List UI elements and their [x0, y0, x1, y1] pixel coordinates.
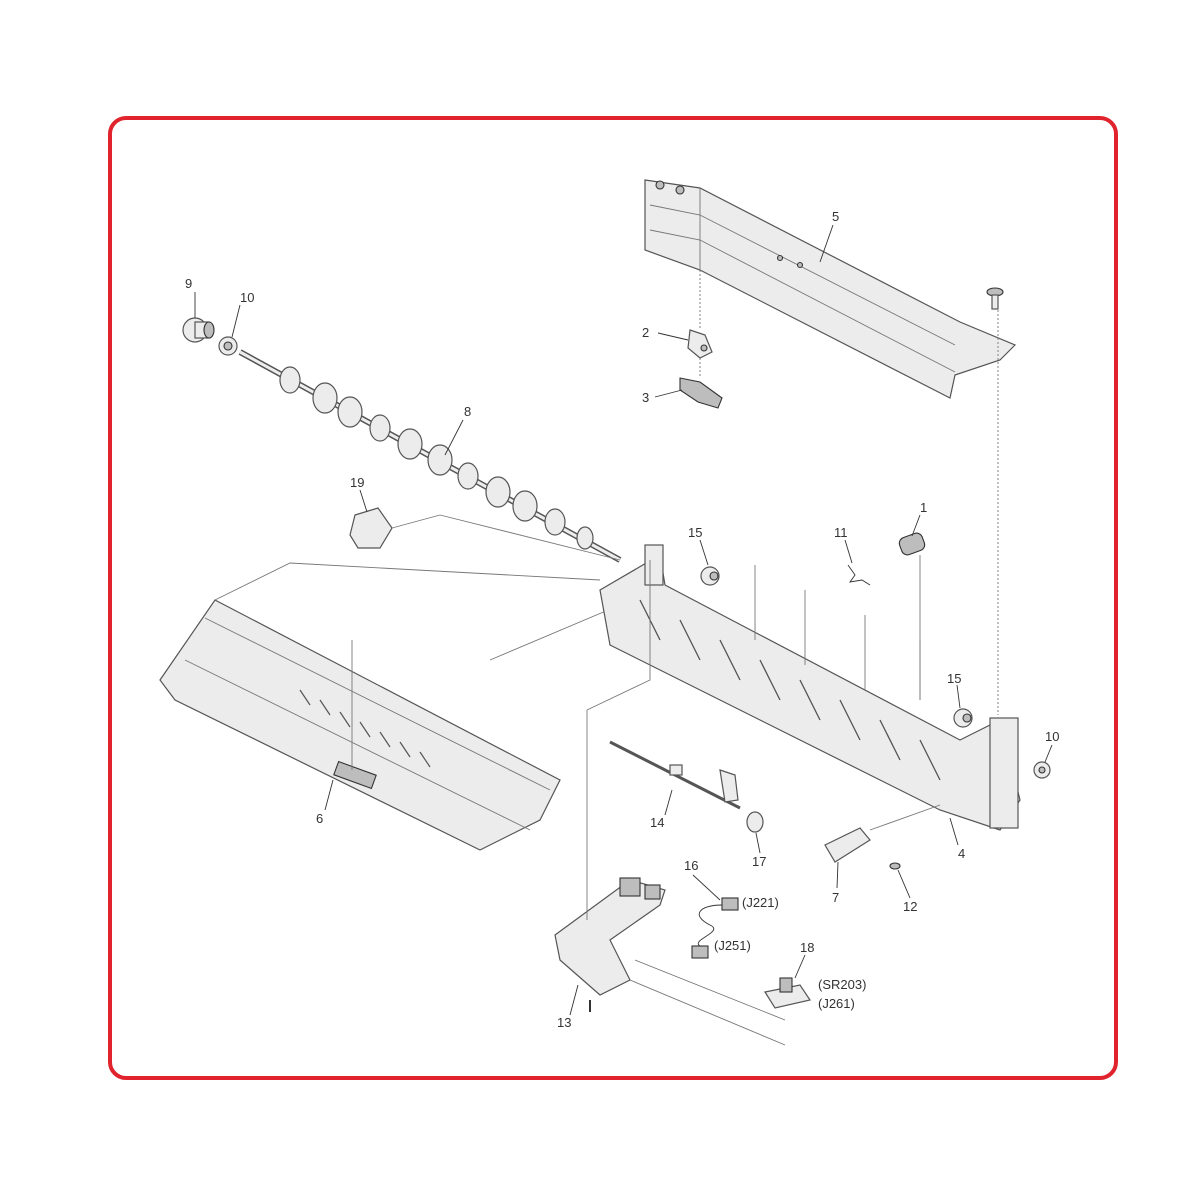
part-10-clip-right	[1033, 761, 1051, 779]
callout-9: 9	[185, 276, 192, 291]
part-screw-top-right	[986, 287, 1004, 310]
callout-18: 18	[800, 940, 814, 955]
part-12-screw	[889, 862, 901, 870]
callout-10-left: 10	[240, 290, 254, 305]
callout-15-lower: 15	[947, 671, 961, 686]
part-15-bushing-lower	[953, 708, 973, 728]
part-7-flag	[824, 827, 871, 863]
part-13-bracket	[554, 877, 666, 1012]
part-1-spring-roller	[898, 532, 926, 556]
connector-label-sr203: (SR203)	[818, 977, 866, 992]
callout-17: 17	[752, 854, 766, 869]
callout-16: 16	[684, 858, 698, 873]
part-14-lever-shaft	[609, 740, 741, 810]
callout-15-upper: 15	[688, 525, 702, 540]
part-5-upper-guide	[644, 179, 1017, 399]
callout-4: 4	[958, 846, 965, 861]
callout-1: 1	[920, 500, 927, 515]
callout-11: 11	[834, 525, 848, 540]
part-3-holder	[679, 377, 723, 409]
part-10-clip-left	[218, 336, 238, 356]
callout-19: 19	[350, 475, 364, 490]
part-2-lever	[687, 329, 713, 359]
callout-6: 6	[316, 811, 323, 826]
connector-label-j251: (J251)	[714, 938, 751, 953]
callout-10-right: 10	[1045, 729, 1059, 744]
part-17-spring	[746, 811, 764, 833]
diagram-frame	[108, 116, 1118, 1080]
callout-8: 8	[464, 404, 471, 419]
part-8-roller-shaft	[238, 349, 622, 563]
callout-14: 14	[650, 815, 664, 830]
part-19-bracket	[349, 507, 441, 549]
connector-label-j261: (J261)	[818, 996, 855, 1011]
callout-5: 5	[832, 209, 839, 224]
callout-13: 13	[557, 1015, 571, 1030]
connector-label-j221: (J221)	[742, 895, 779, 910]
part-9-bushing	[182, 317, 215, 343]
part-18-sensor	[764, 977, 811, 1009]
part-4-main-frame	[599, 544, 1021, 831]
leader-lines	[194, 224, 1053, 1016]
part-6-lower-guide	[159, 599, 561, 851]
callout-3: 3	[642, 390, 649, 405]
part-15-bushing-upper	[700, 566, 720, 586]
callout-12: 12	[903, 899, 917, 914]
callout-2: 2	[642, 325, 649, 340]
part-16-cable	[691, 897, 739, 959]
callout-7: 7	[832, 890, 839, 905]
part-11-spring	[847, 564, 871, 586]
